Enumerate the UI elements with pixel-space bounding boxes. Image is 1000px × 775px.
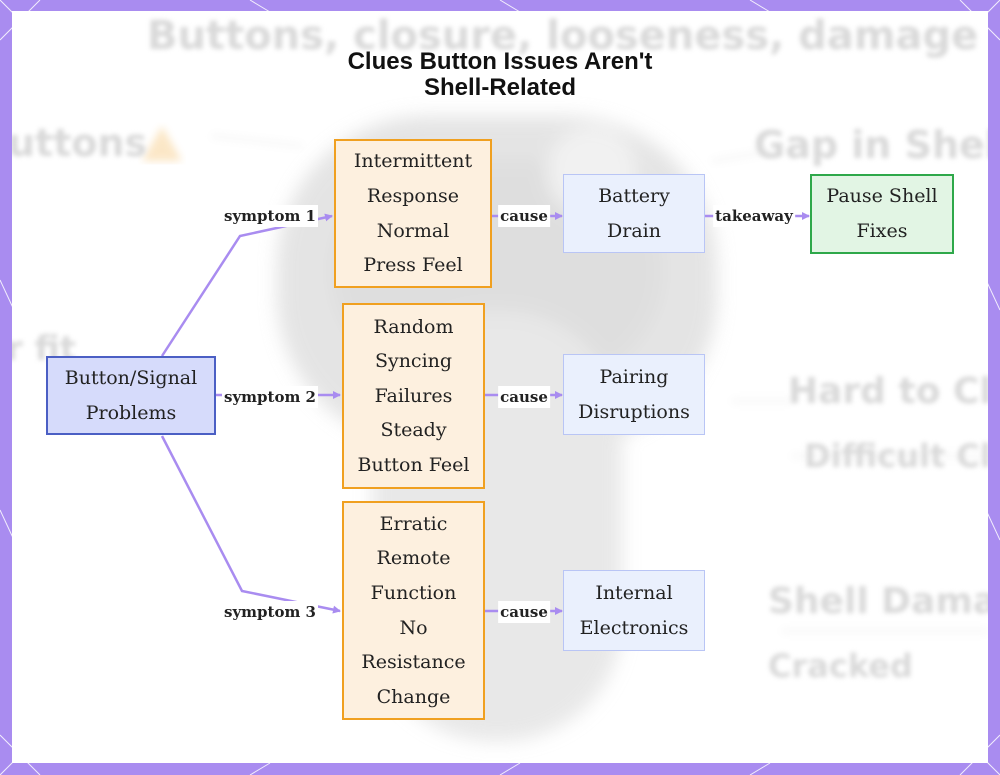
- edge-label-takeaway: takeaway: [713, 205, 795, 227]
- edge-label-symptom-3: symptom 3: [222, 601, 318, 623]
- edge-problem-symptom1: [160, 213, 333, 357]
- node-line: No: [399, 616, 428, 639]
- edge-problem-symptom3: [160, 435, 341, 614]
- node-button-signal-problems: Button/Signal Problems: [46, 356, 216, 435]
- node-line: Response: [366, 184, 460, 207]
- edge-label-cause-2: cause: [498, 386, 550, 408]
- background-text-right-2: Hard to Clo: [788, 371, 988, 412]
- node-line: Button/Signal: [64, 366, 198, 389]
- edge-label-symptom-1: symptom 1: [222, 205, 318, 227]
- edge-label-cause-3: cause: [498, 601, 550, 623]
- node-line: Pause Shell: [826, 185, 938, 208]
- node-battery-drain: Battery Drain: [563, 174, 705, 253]
- node-line: Press Feel: [363, 254, 463, 277]
- node-line: Electronics: [579, 616, 689, 639]
- node-line: Random: [373, 315, 454, 338]
- node-line: Syncing: [374, 350, 453, 373]
- node-line: Resistance: [361, 651, 466, 674]
- title-line-1: Clues Button Issues Aren't: [347, 48, 653, 75]
- node-line: Function: [370, 581, 457, 604]
- node-symptom-2: Random Syncing Failures Steady Button Fe…: [342, 303, 485, 489]
- background-text-left-upper: uttons: [12, 121, 148, 165]
- node-line: Remote: [376, 547, 451, 570]
- node-pause-shell-fixes: Pause Shell Fixes: [810, 174, 954, 254]
- background-text-right-5: Cracked: [768, 647, 913, 685]
- node-symptom-3: Erratic Remote Function No Resistance Ch…: [342, 501, 485, 720]
- node-line: Erratic: [379, 512, 448, 535]
- background-text-right-4: Shell Damag: [768, 581, 988, 622]
- node-line: Button Feel: [357, 453, 470, 476]
- node-line: Change: [376, 685, 451, 708]
- node-line: Normal: [376, 219, 450, 242]
- title-line-2: Shell-Related: [423, 74, 577, 101]
- background-text-right-1: Gap in Shell: [754, 123, 988, 167]
- node-line: Problems: [85, 401, 177, 424]
- node-line: Drain: [607, 219, 661, 242]
- background-text-top: Buttons, closure, looseness, damage: [147, 13, 979, 59]
- node-line: Pairing: [599, 365, 669, 388]
- edge-label-symptom-2: symptom 2: [222, 386, 318, 408]
- node-internal-electronics: Internal Electronics: [563, 570, 705, 651]
- background-text-right-3: Difficult Clo: [804, 437, 988, 475]
- diagram-card: Buttons, closure, looseness, damage utto…: [12, 11, 988, 763]
- node-line: Steady: [380, 419, 447, 442]
- node-line: Intermittent: [353, 150, 473, 173]
- node-symptom-1: Intermittent Response Normal Press Feel: [334, 139, 492, 288]
- node-line: Fixes: [856, 220, 908, 242]
- node-line: Battery: [598, 184, 670, 207]
- node-line: Internal: [595, 581, 673, 604]
- edge-label-cause-1: cause: [498, 205, 550, 227]
- node-line: Failures: [374, 384, 453, 407]
- node-pairing-disruptions: Pairing Disruptions: [563, 354, 705, 435]
- diagram-title: Clues Button Issues Aren't Shell-Related: [12, 49, 988, 101]
- node-line: Disruptions: [578, 400, 690, 423]
